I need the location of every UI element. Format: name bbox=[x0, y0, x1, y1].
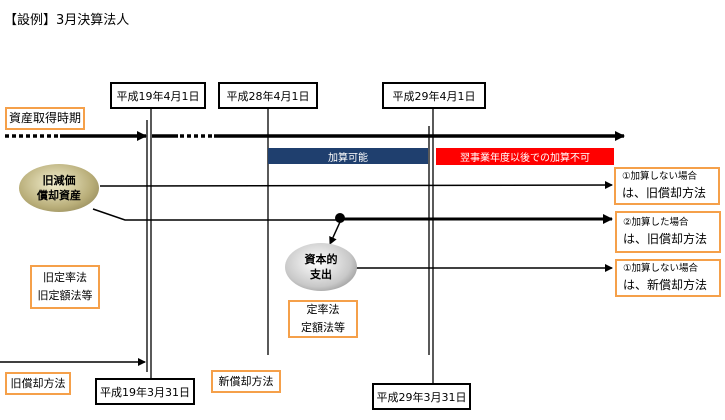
outcome-2-line1: ②加算した場合 bbox=[623, 216, 689, 228]
date-box-h29-start: 平成29年4月1日 bbox=[382, 82, 486, 109]
old-method-line1: 旧定率法 bbox=[43, 271, 87, 285]
date-box-h29-end: 平成29年3月31日 bbox=[372, 383, 471, 410]
new-method-line2: 定額法等 bbox=[301, 321, 345, 334]
capital-line1: 資本的 bbox=[304, 252, 338, 266]
capital-expenditure-oval: 資本的 支出 bbox=[285, 243, 357, 291]
page-title: 【設例】3月決算法人 bbox=[4, 13, 130, 28]
new-depreciation-period: 新償却方法 bbox=[211, 370, 281, 393]
old-method-box: 旧定率法旧定額法等 bbox=[30, 265, 100, 309]
not-allowed-bar: 翌事業年度以後での加算不可 bbox=[436, 148, 614, 165]
date-box-h28-start: 平成28年4月1日 bbox=[218, 82, 318, 109]
outcome-3-line2: は、新償却方法 bbox=[623, 278, 708, 292]
date-box-h19-start: 平成19年4月1日 bbox=[110, 82, 206, 109]
date-box-h19-end: 平成19年3月31日 bbox=[95, 378, 195, 405]
outcome-3-line1: ①加算しない場合 bbox=[623, 262, 699, 274]
capital-line2: 支出 bbox=[310, 268, 332, 281]
old-depreciation-period: 旧償却方法 bbox=[5, 372, 71, 395]
new-method-line1: 定率法 bbox=[306, 303, 340, 317]
outcome-1-line2: は、旧償却方法 bbox=[622, 186, 707, 200]
old-asset-oval: 旧減価 償却資産 bbox=[19, 164, 99, 212]
outcome-1-line1: ①加算しない場合 bbox=[622, 170, 698, 182]
outcome-box-1: ①加算しない場合は、旧償却方法 bbox=[614, 167, 720, 205]
new-method-box: 定率法定額法等 bbox=[288, 300, 358, 338]
outcome-box-2: ②加算した場合は、旧償却方法 bbox=[615, 211, 721, 253]
outcome-2-line2: は、旧償却方法 bbox=[623, 232, 708, 246]
old-asset-line2: 償却資産 bbox=[37, 189, 81, 202]
old-method-line2: 旧定額法等 bbox=[37, 289, 93, 302]
outcome-box-3: ①加算しない場合は、新償却方法 bbox=[615, 259, 721, 297]
old-asset-line1: 旧減価 bbox=[42, 173, 76, 187]
acquisition-label: 資産取得時期 bbox=[5, 107, 85, 130]
allowed-bar: 加算可能 bbox=[268, 148, 428, 164]
